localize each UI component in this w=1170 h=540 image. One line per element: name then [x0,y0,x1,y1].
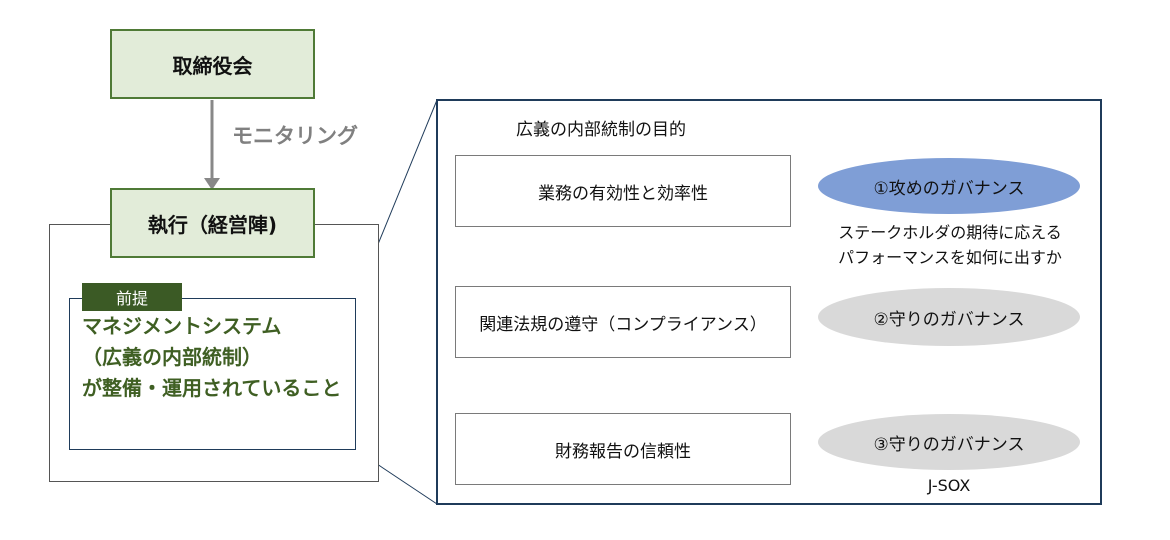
monitoring-arrow-head [204,178,220,190]
purpose-label: 財務報告の信頼性 [555,441,691,462]
governance-label: ①攻めのガバナンス [873,178,1025,199]
governance-label: ③守りのガバナンス [873,434,1025,455]
governance-defense-ellipse-1: ②守りのガバナンス [818,288,1080,346]
stakeholder-note: ステークホルダの期待に応える パフォーマンスを如何に出すか [810,220,1090,270]
premise-line: （広義の内部統制） [82,345,262,369]
purpose-box-efficiency: 業務の有効性と効率性 [455,155,791,227]
governance-attack-ellipse: ①攻めのガバナンス [818,158,1080,214]
premise-tag: 前提 [82,283,182,311]
execution-box: 執行（経営陣) [110,188,315,258]
board-box: 取締役会 [110,29,315,99]
note-line: パフォーマンスを如何に出すか [838,248,1062,267]
purpose-box-financial-reporting: 財務報告の信頼性 [455,413,791,485]
execution-label: 執行（経営陣) [147,212,278,237]
governance-label: ②守りのガバナンス [873,309,1025,330]
board-label: 取締役会 [172,53,253,78]
premise-line: マネジメントシステム [82,314,282,338]
purposes-title: 広義の内部統制の目的 [516,120,686,140]
monitoring-label: モニタリング [232,124,358,148]
purpose-label: 業務の有効性と効率性 [538,183,708,204]
premise-text: マネジメントシステム （広義の内部統制） が整備・運用されていること [82,311,341,404]
purpose-label: 関連法規の遵守（コンプライアンス） [479,314,767,335]
governance-defense-ellipse-2: ③守りのガバナンス [818,414,1080,470]
premise-line: が整備・運用されていること [82,376,342,400]
premise-box: マネジメントシステム （広義の内部統制） が整備・運用されていること [69,298,356,450]
note-line: ステークホルダの期待に応える [838,223,1062,242]
jsox-note: J-SOX [927,476,971,495]
purpose-box-compliance: 関連法規の遵守（コンプライアンス） [455,286,791,358]
